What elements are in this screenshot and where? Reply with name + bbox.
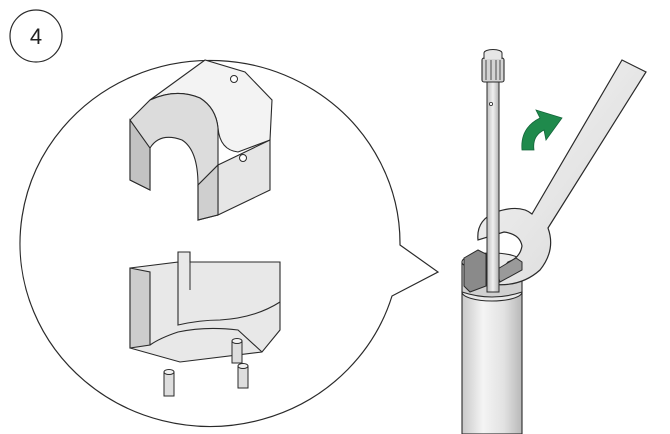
wrench-adapter-part (129, 59, 273, 221)
step-badge-circle (9, 9, 63, 63)
detail-callout (19, 59, 440, 428)
adapter-pin (231, 338, 243, 364)
pin-hole (230, 75, 238, 83)
step-badge: 4 (9, 9, 63, 63)
rod (486, 79, 500, 293)
step-number: 4 (30, 24, 42, 49)
adapter-pin (237, 363, 249, 389)
adapter-pin (163, 369, 175, 397)
adapter-underside-part (129, 251, 281, 397)
rotate-arrow-icon (521, 109, 563, 151)
wrench (477, 59, 647, 286)
column-tube (461, 282, 523, 434)
hex-nut-top (481, 49, 505, 83)
pin-hole (239, 154, 247, 162)
